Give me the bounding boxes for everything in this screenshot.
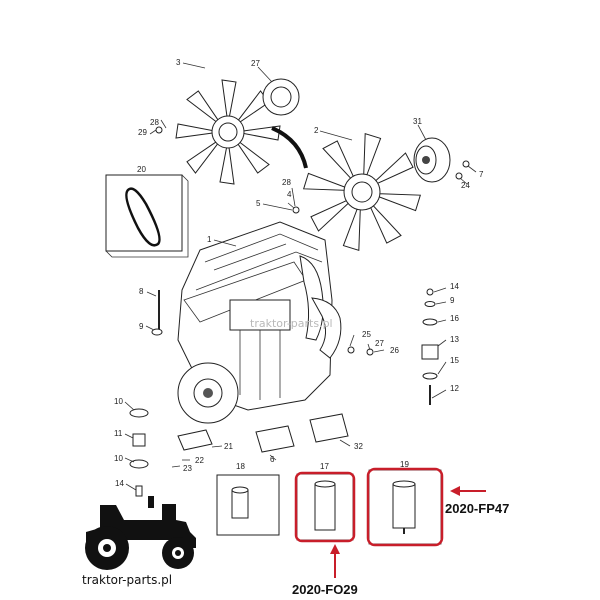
fp47-arrow — [450, 486, 486, 496]
callout-11: 11 — [114, 429, 123, 438]
callout-7: 7 — [479, 170, 484, 179]
fan-clutch — [413, 137, 451, 183]
callout-17: 17 — [320, 462, 329, 471]
callout-21: 21 — [224, 442, 233, 451]
assembly-arrow — [271, 126, 308, 169]
part-code-fo29: 2020-FO29 — [292, 582, 358, 597]
callout-19: 19 — [400, 460, 409, 469]
callout-3: 3 — [176, 58, 181, 67]
callout-10-upper: 10 — [114, 397, 123, 406]
belt-inset — [105, 174, 189, 258]
callout-2: 2 — [314, 126, 319, 135]
callout-14-right: 14 — [450, 282, 459, 291]
callout-27: 27 — [375, 339, 384, 348]
callout-4: 4 — [287, 190, 292, 199]
watermark-text: traktor-parts.pl — [250, 317, 333, 330]
callout-9-right: 9 — [450, 296, 455, 305]
callout-9-left: 9 — [139, 322, 144, 331]
callout-31: 31 — [413, 117, 422, 126]
callout-12: 12 — [450, 384, 459, 393]
callout-5: 5 — [256, 199, 261, 208]
callout-32: 32 — [354, 442, 363, 451]
part-code-fp47: 2020-FP47 — [445, 501, 509, 516]
callout-25: 25 — [362, 330, 371, 339]
callout-22: 22 — [195, 456, 204, 465]
filter-17-box — [294, 471, 356, 543]
callout-30: 27 — [251, 59, 260, 68]
left-hardware — [129, 290, 163, 497]
filter-inset-18 — [216, 474, 280, 536]
fo29-arrow — [330, 544, 340, 578]
callout-8: 8 — [139, 287, 144, 296]
fp47-highlight-frame — [366, 467, 444, 547]
filter-19-box — [366, 467, 444, 547]
logo-text: traktor-parts.pl — [82, 573, 172, 587]
callout-23: 23 — [183, 464, 192, 473]
callout-20: 20 — [137, 165, 146, 174]
callout-24: 24 — [461, 181, 470, 190]
engine-mounts — [177, 413, 349, 453]
callout-14-left: 14 — [115, 479, 124, 488]
callout-29: 29 — [138, 128, 147, 137]
leader-lines — [124, 62, 477, 491]
callout-26: 26 — [390, 346, 399, 355]
callout-15: 15 — [450, 356, 459, 365]
callout-1: 1 — [207, 235, 212, 244]
callout-6: 6 — [270, 455, 275, 464]
callout-16: 16 — [450, 314, 459, 323]
callout-13: 13 — [450, 335, 459, 344]
fan-center — [302, 132, 422, 252]
fan-bolts — [155, 126, 470, 214]
callout-labels: 3 27 28 29 2 31 7 24 20 28 4 5 1 8 9 10 … — [114, 58, 484, 488]
callout-28b: 28 — [282, 178, 291, 187]
fan-upper-left — [175, 79, 281, 185]
fo29-highlight-frame — [294, 471, 356, 543]
tractor-logo — [85, 496, 196, 570]
engine-block — [177, 221, 342, 424]
gasket-ring — [262, 78, 300, 116]
right-hardware — [347, 288, 439, 405]
callout-18: 18 — [236, 462, 245, 471]
callout-10-lower: 10 — [114, 454, 123, 463]
callout-28a: 28 — [150, 118, 159, 127]
